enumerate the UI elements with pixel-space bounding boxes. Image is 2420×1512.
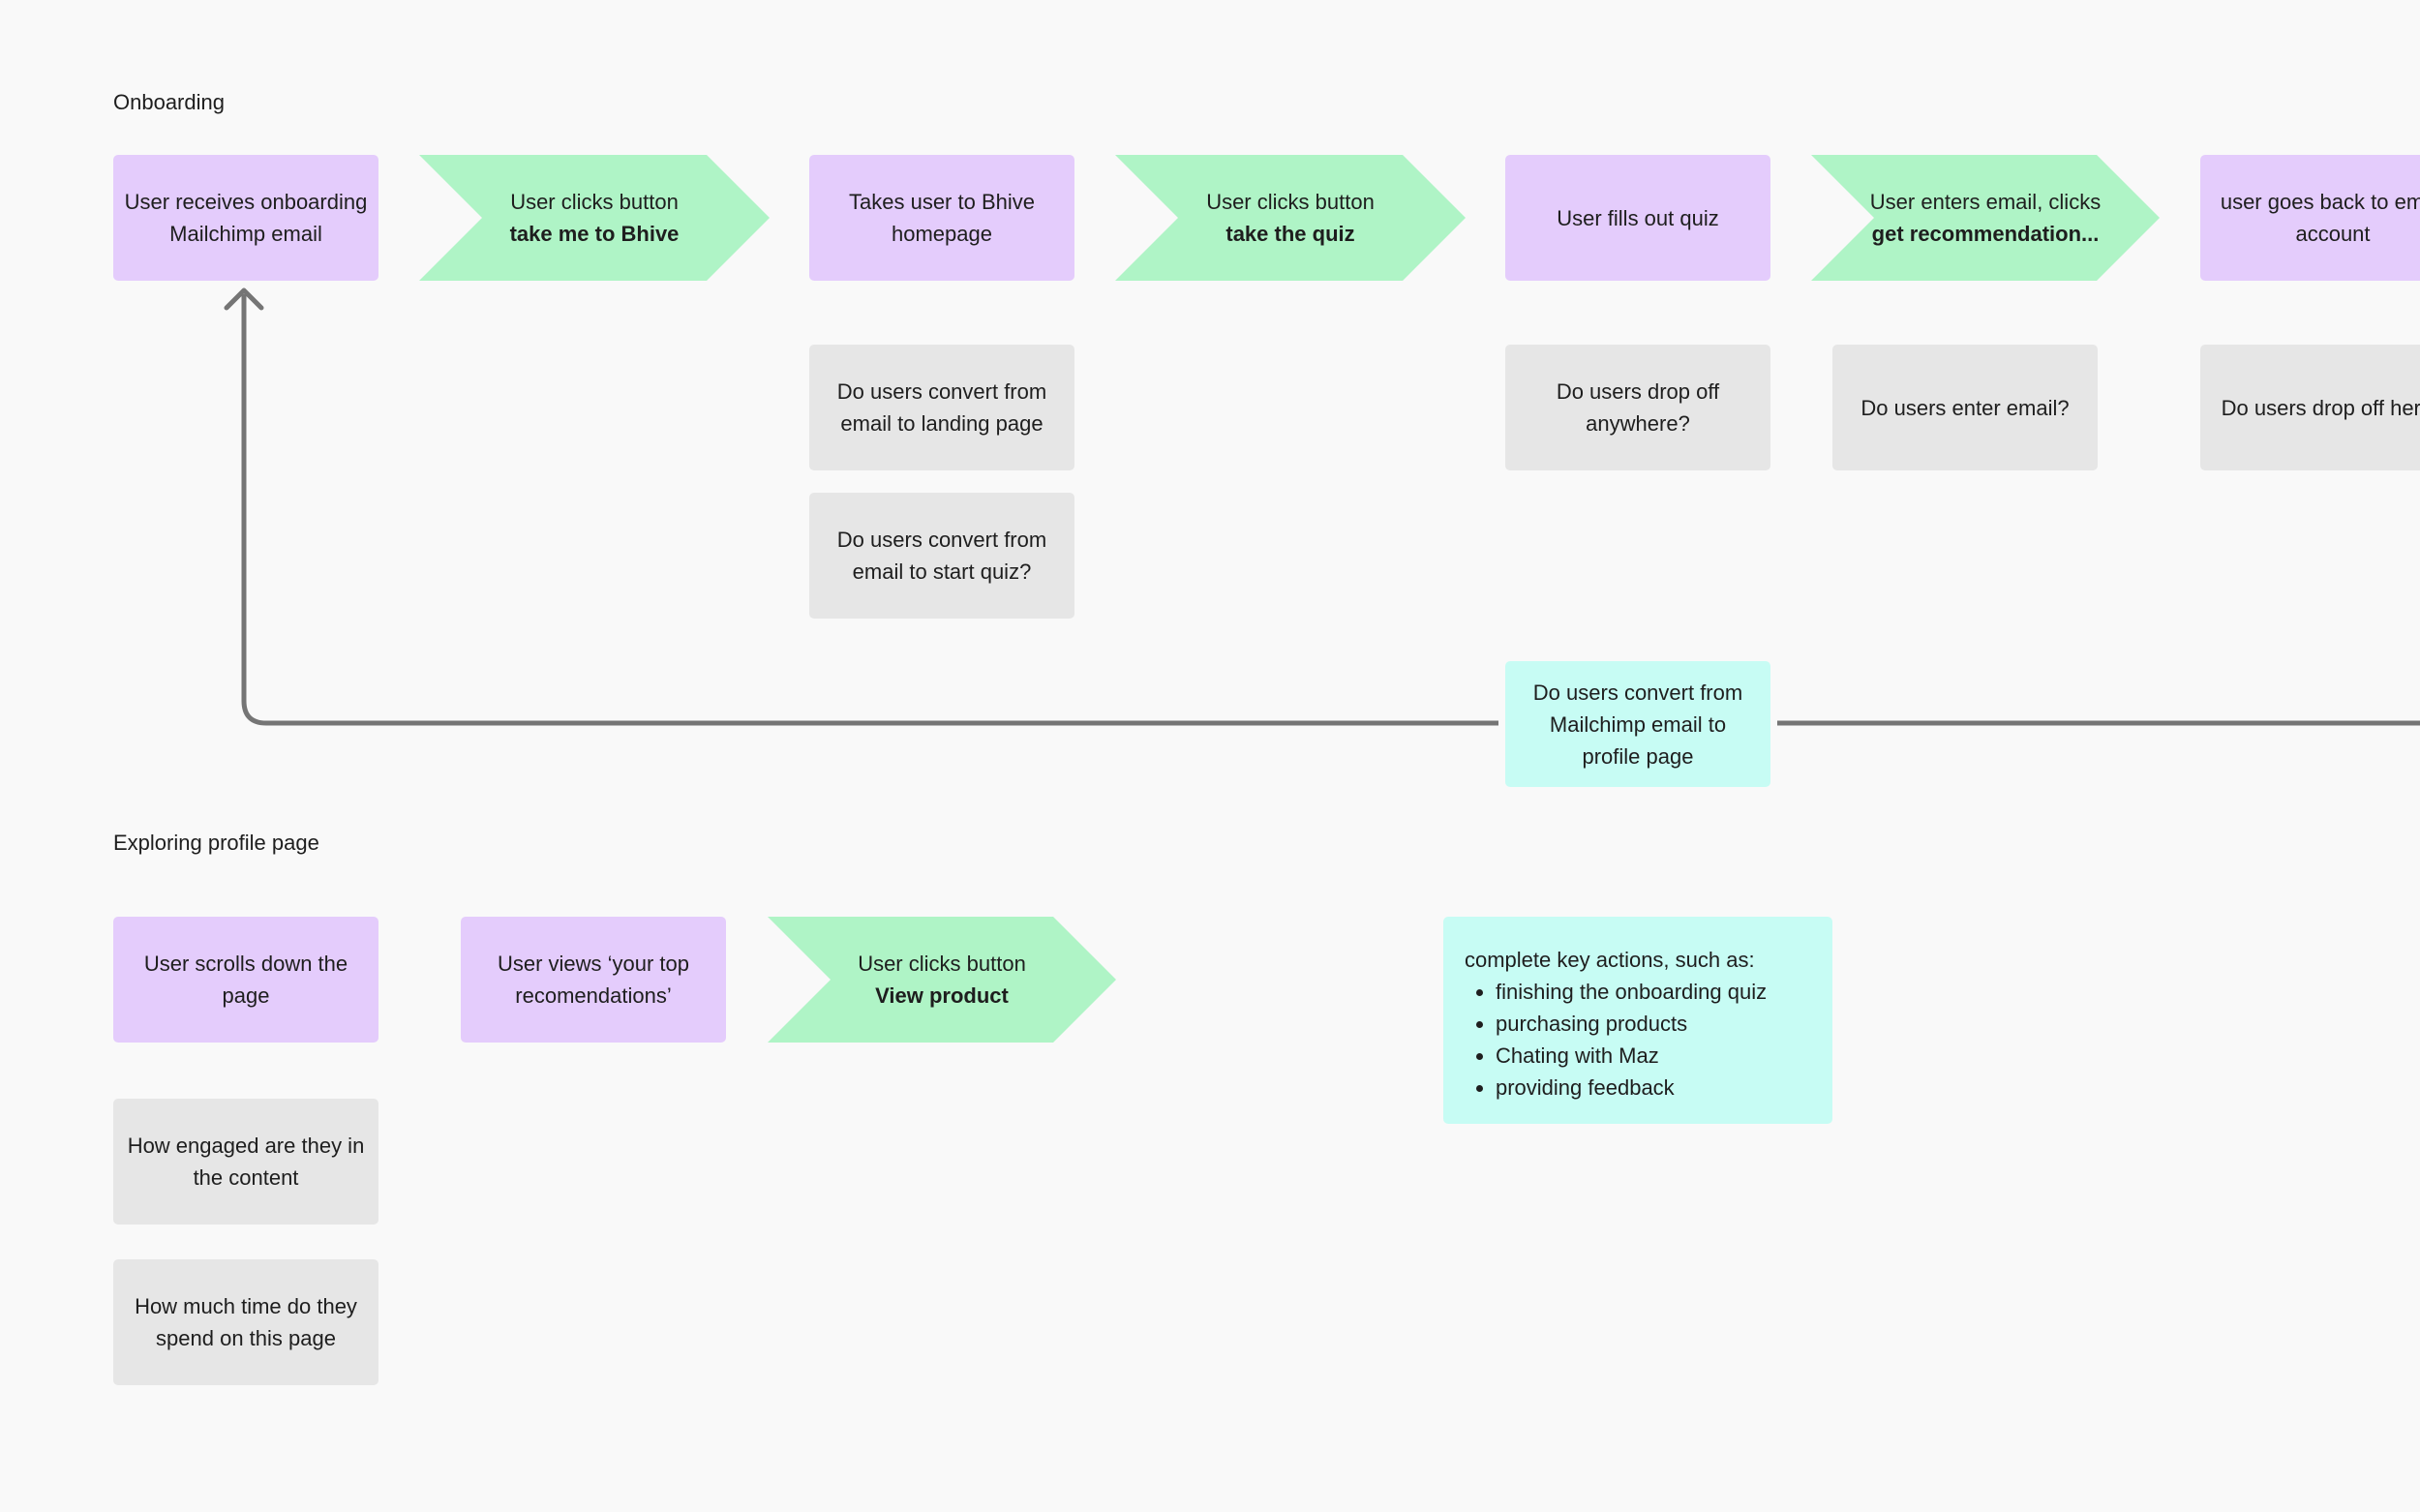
note-title: complete key actions, such as: [1465,948,1755,972]
question-time-spent[interactable]: How much time do they spend on this page [113,1259,378,1385]
node-fills-quiz[interactable]: User fills out quiz [1505,155,1770,281]
arrowhead-icon [224,287,264,311]
node-clicks-view-product[interactable]: User clicks button View product [768,917,1116,1043]
section-title-onboarding: Onboarding [113,90,225,114]
question-engagement[interactable]: How engaged are they in the content [113,1099,378,1225]
question-drop-off-anywhere[interactable]: Do users drop off anywhere? [1505,345,1770,470]
key-actions-note[interactable]: complete key actions, such as: finishing… [1443,917,1832,1124]
list-item: purchasing products [1496,1008,1811,1040]
question-email-to-quiz[interactable]: Do users convert from email to start qui… [809,493,1074,619]
node-scrolls-page[interactable]: User scrolls down the page [113,917,378,1043]
node-enters-email[interactable]: User enters email, clicks get recommenda… [1811,155,2160,281]
node-receives-email[interactable]: User receives onboarding Mailchimp email [113,155,378,281]
question-enter-email[interactable]: Do users enter email? [1832,345,2098,470]
section-title-exploring: Exploring profile page [113,831,319,855]
node-back-to-email[interactable]: user goes back to email account [2200,155,2420,281]
node-views-recommendations[interactable]: User views ‘your top recomendations’ [461,917,726,1043]
loop-node-convert-profile[interactable]: Do users convert from Mailchimp email to… [1505,661,1770,787]
question-drop-off-here[interactable]: Do users drop off here? [2200,345,2420,470]
node-clicks-take-me[interactable]: User clicks button take me to Bhive [419,155,770,281]
list-item: finishing the onboarding quiz [1496,976,1811,1008]
note-list: finishing the onboarding quiz purchasing… [1465,976,1811,1104]
question-email-to-landing[interactable]: Do users convert from email to landing p… [809,345,1074,470]
list-item: Chating with Maz [1496,1040,1811,1072]
node-clicks-take-quiz[interactable]: User clicks button take the quiz [1115,155,1466,281]
list-item: providing feedback [1496,1072,1811,1104]
node-bhive-homepage[interactable]: Takes user to Bhive homepage [809,155,1074,281]
